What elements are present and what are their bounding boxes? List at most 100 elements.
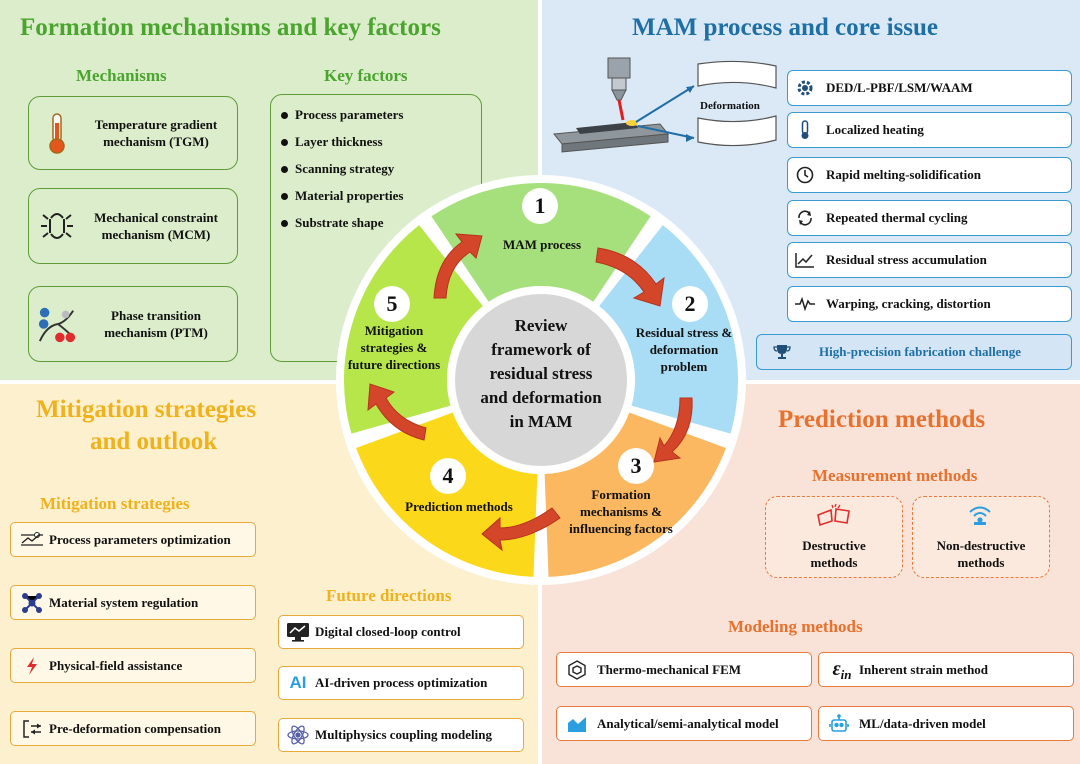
molecule-icon: [19, 586, 45, 619]
segment-line: mechanisms &: [580, 504, 662, 519]
mam-item: DED/L-PBF/LSM/WAAM: [787, 70, 1072, 106]
cube-icon: [565, 653, 589, 686]
deformation-label: Deformation: [700, 100, 760, 112]
measurement-label: Non-destructive: [936, 538, 1026, 553]
mam-item-label: Repeated thermal cycling: [826, 210, 968, 225]
center-line: framework of: [491, 340, 591, 359]
lightning-icon: [19, 649, 45, 682]
mechanism-label: mechanism (MCM): [101, 227, 211, 242]
modeling-label: Inherent strain method: [859, 661, 989, 677]
measurement-label: methods: [810, 555, 858, 570]
segment-label-mam-process: MAM process: [480, 236, 604, 253]
segment-line: Prediction methods: [405, 499, 513, 514]
trophy-icon: [771, 335, 793, 369]
strategies-heading: Mitigation strategies: [40, 494, 190, 513]
key-factor-item: Process parameters: [281, 107, 403, 123]
center-line: Review: [514, 316, 568, 335]
flow-arrow-3-4: [481, 507, 561, 552]
mam-item: Repeated thermal cycling: [787, 200, 1072, 236]
phase-icon: [37, 287, 77, 361]
segment-line: Formation: [591, 487, 651, 502]
strategy-item: Material system regulation: [10, 585, 256, 620]
challenge-box: High-precision fabrication challenge: [756, 334, 1072, 370]
mechanism-label: Phase transition: [111, 308, 201, 323]
future-label: Digital closed-loop control: [315, 624, 461, 639]
compensation-icon: [19, 712, 45, 745]
segment-line: deformation: [649, 342, 719, 357]
measurement-nondestructive: Non-destructive methods: [912, 496, 1050, 578]
wheel-segment-3: [544, 412, 726, 577]
strategy-item: Physical-field assistance: [10, 648, 256, 683]
pulse-icon: [794, 287, 816, 321]
future-item: Digital closed-loop control: [278, 615, 524, 649]
strategy-label: Physical-field assistance: [49, 657, 183, 673]
flow-arrow-5-1: [433, 233, 483, 299]
mam-item-label: Rapid melting-solidification: [826, 167, 981, 182]
modeling-label: Thermo-mechanical FEM: [597, 661, 742, 677]
modeling-item: Thermo-mechanical FEM: [556, 652, 812, 687]
segment-line: problem: [660, 359, 708, 374]
thermometer-icon: [37, 97, 77, 169]
segment-line: strategies &: [360, 340, 428, 355]
segment-label-mitigation: Mitigation strategies & future directions: [334, 322, 454, 373]
wifi-icon: [967, 503, 993, 532]
prediction-title: Prediction methods: [778, 406, 986, 433]
mam-item-label: Localized heating: [826, 122, 924, 137]
tuning-icon: [19, 523, 45, 556]
segment-line: future directions: [347, 357, 441, 372]
segment-line: influencing factors: [569, 521, 673, 536]
area-chart-icon: [565, 707, 589, 740]
mam-title: MAM process and core issue: [632, 14, 938, 41]
key-factor-item: Material properties: [281, 188, 403, 204]
center-line: in MAM: [509, 412, 573, 431]
cycle-icon: [794, 201, 816, 235]
wheel-segment-1: [431, 183, 651, 302]
segment-number: 2: [672, 286, 708, 322]
segment-number: 5: [374, 286, 410, 322]
future-item: Multiphysics coupling modeling: [278, 718, 524, 752]
segment-line: Residual stress &: [635, 325, 733, 340]
modeling-item: ML/data-driven model: [818, 706, 1074, 741]
wheel-center-text: Review framework of residual stress and …: [456, 314, 626, 434]
segment-label-formation: Formation mechanisms & influencing factors: [546, 486, 696, 537]
mechanism-label: mechanism (PTM): [104, 325, 208, 340]
future-heading: Future directions: [326, 586, 452, 605]
strategy-label: Process parameters optimization: [49, 531, 231, 547]
challenge-label: High-precision fabrication challenge: [819, 344, 1021, 359]
clock-icon: [794, 158, 816, 192]
segment-line: MAM process: [502, 237, 582, 252]
monitor-icon: [285, 616, 311, 648]
segment-number: 4: [430, 458, 466, 494]
flow-arrow-1-2: [595, 247, 665, 307]
mam-item: Warping, cracking, distortion: [787, 286, 1072, 322]
key-factor-item: Substrate shape: [281, 215, 384, 231]
segment-line: Mitigation: [364, 323, 424, 338]
formation-title: Formation mechanisms and key factors: [20, 14, 441, 41]
mam-item: Rapid melting-solidification: [787, 157, 1072, 193]
mitigation-title-line1: Mitigation strategies: [36, 396, 257, 423]
segment-number: 3: [618, 448, 654, 484]
thermometer-icon: [794, 113, 816, 147]
gear-icon: [794, 71, 816, 105]
strategy-item: Pre-deformation compensation: [10, 711, 256, 746]
chart-icon: [794, 243, 816, 277]
mechanism-ptm: Phase transition mechanism (PTM): [28, 286, 238, 362]
segment-label-residual-stress: Residual stress & deformation problem: [618, 324, 750, 375]
measurement-label: methods: [957, 555, 1005, 570]
measurement-label: Destructive: [802, 538, 866, 553]
segment-number: 1: [522, 188, 558, 224]
key-factor-item: Layer thickness: [281, 134, 383, 150]
mitigation-title-line2: and outlook: [90, 428, 218, 455]
mam-item: Residual stress accumulation: [787, 242, 1072, 278]
flow-arrow-2-3: [653, 397, 693, 463]
mam-item: Localized heating: [787, 112, 1072, 148]
center-line: and deformation: [480, 388, 602, 407]
center-line: residual stress: [489, 364, 593, 383]
strategy-label: Material system regulation: [49, 594, 199, 610]
future-label: AI-driven process optimization: [315, 675, 488, 690]
strategy-label: Pre-deformation compensation: [49, 720, 221, 736]
